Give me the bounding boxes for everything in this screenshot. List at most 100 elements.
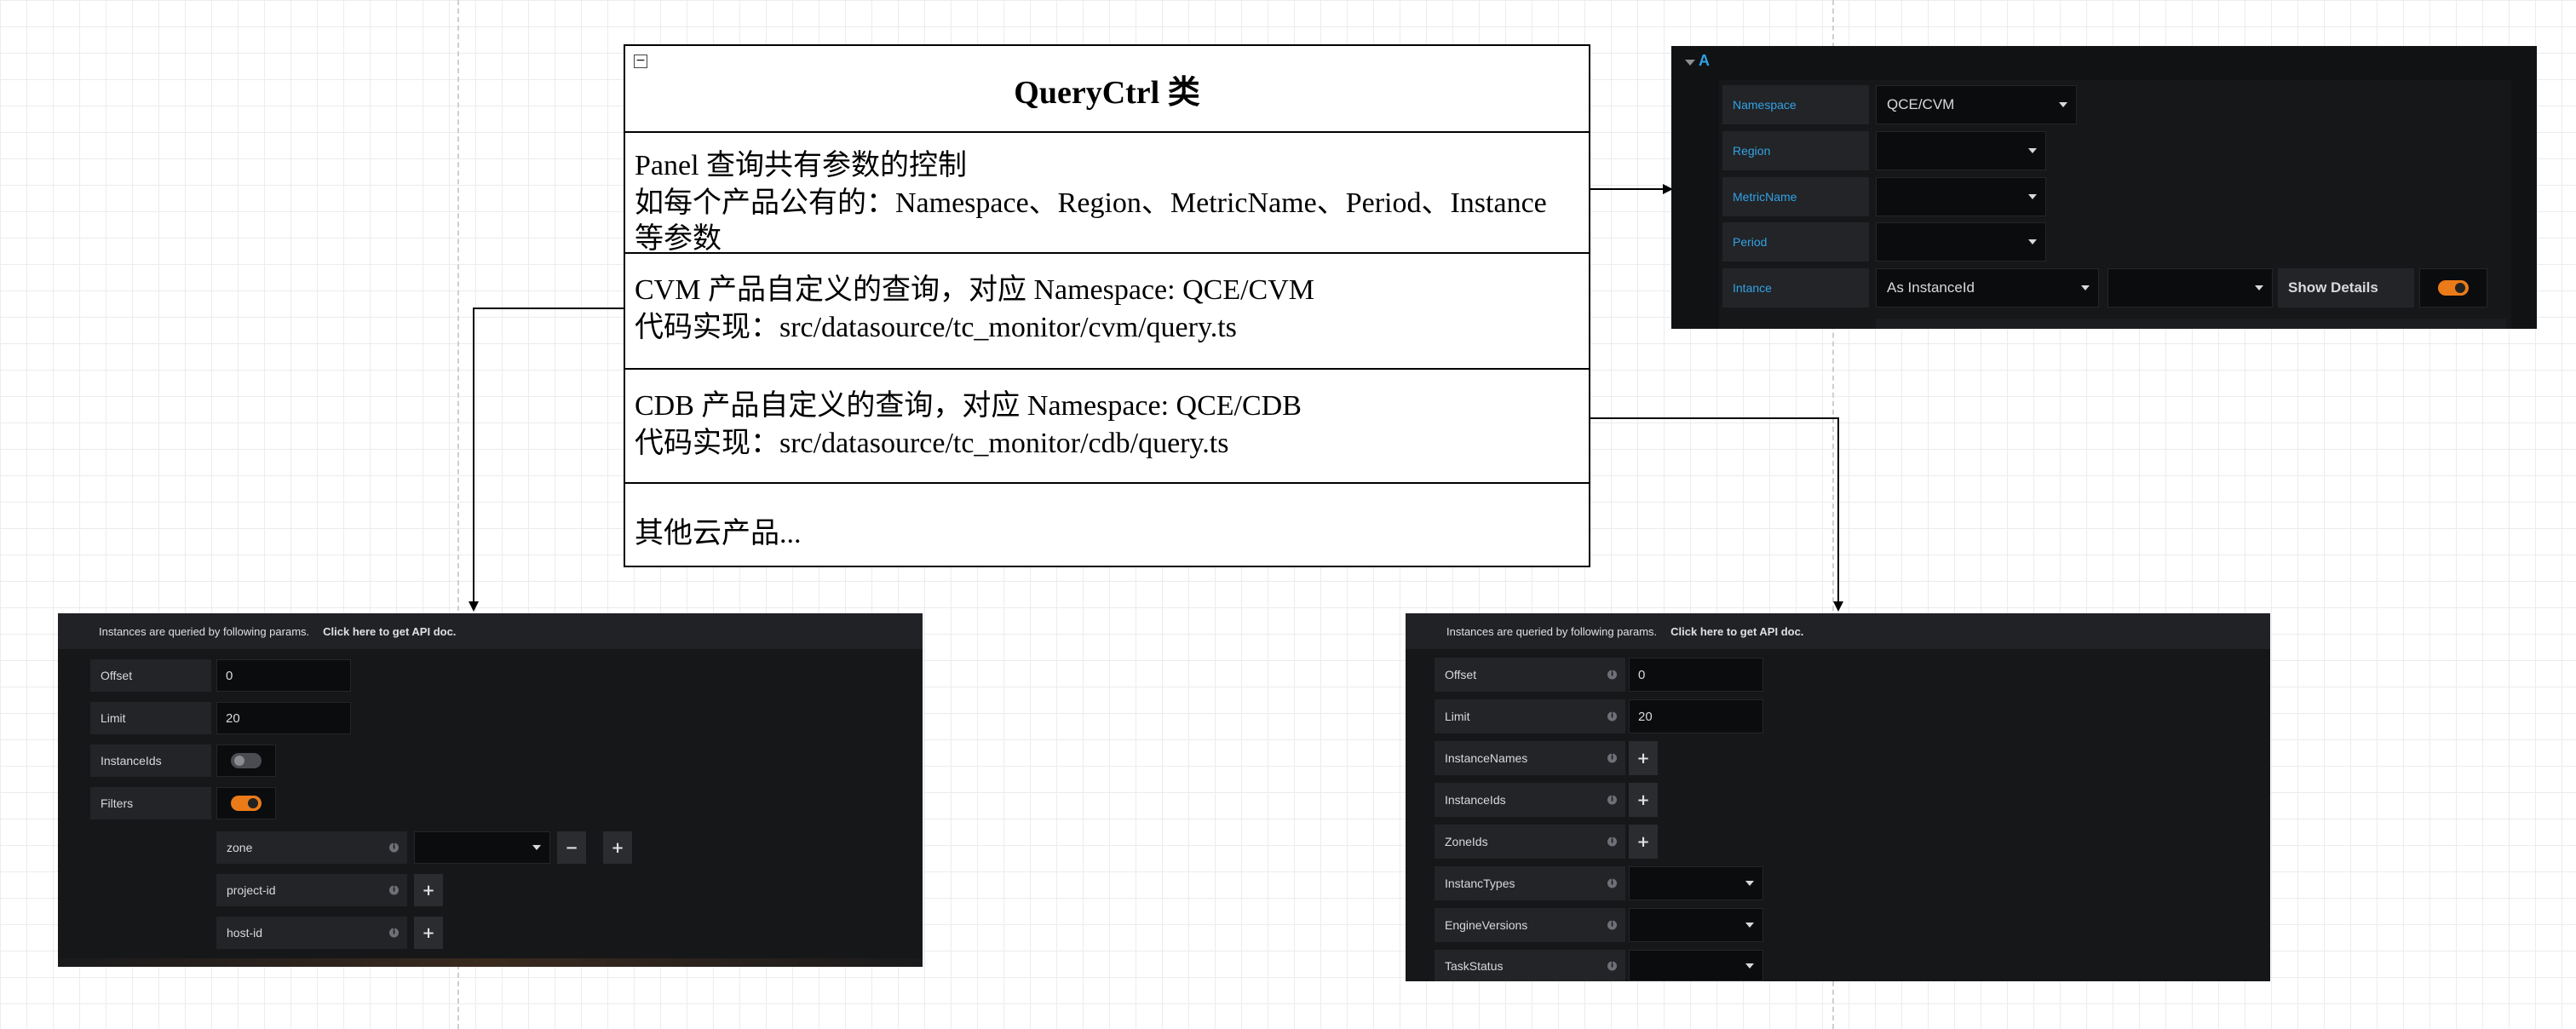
info-icon: i [1607,670,1617,680]
chevron-down-icon [2255,285,2263,290]
class-title: QueryCtrl 类 [1014,74,1200,111]
add-instanceids-button[interactable]: + [1629,783,1658,817]
info-icon: i [1607,836,1617,847]
chevron-down-icon [1685,60,1695,66]
label-zoneids: ZoneIds i [1435,825,1625,859]
section-line: 等参数 [635,223,722,255]
filter-label-host-id: host-id i [216,917,407,949]
api-doc-link[interactable]: Click here to get API doc. [1670,624,1804,638]
period-select[interactable] [1876,222,2046,262]
namespace-select[interactable]: QCE/CVM [1876,85,2077,124]
label-filters: Filters [90,787,211,819]
filters-toggle-box[interactable] [216,787,276,819]
label-instanceids: InstanceIds i [1435,783,1625,817]
add-host-id-button[interactable]: + [414,917,443,949]
panel-divider [1876,319,2506,329]
header-text: Instances are queried by following param… [99,624,310,638]
label-instanctypes: InstancTypes i [1435,866,1625,900]
add-zoneids-button[interactable]: + [1629,825,1658,859]
label-limit: Limit [90,702,211,734]
info-icon: i [389,885,399,895]
label-instance: Intance [1722,268,1869,308]
section-line: CVM 产品自定义的查询，对应 Namespace: QCE/CVM [635,274,1315,306]
label-namespace: Namespace [1722,85,1869,124]
chevron-down-icon [2081,285,2090,290]
guide-line [457,0,459,1029]
cdb-instance-panel: Instances are queried by following param… [1406,613,2270,981]
metricname-select[interactable] [1876,177,2046,216]
filters-toggle[interactable] [231,796,262,811]
offset-input[interactable]: 0 [216,659,351,692]
label-instanceids: InstanceIds [90,744,211,777]
instance-select[interactable] [2107,268,2273,308]
show-details-label: Show Details [2278,268,2414,308]
limit-input[interactable]: 20 [1629,699,1763,733]
instance-mode-value: As InstanceId [1887,279,1975,296]
instanctypes-select[interactable] [1629,866,1763,900]
filter-host-id-text: host-id [227,926,263,940]
label-offset: Offset [90,659,211,692]
arrow-to-cvm-panel [469,308,624,612]
chevron-down-icon [1745,963,1754,969]
label-text: InstancTypes [1445,877,1515,890]
section-cvm: CVM 产品自定义的查询，对应 Namespace: QCE/CVM 代码实现：… [625,252,1589,368]
filter-project-id-text: project-id [227,883,276,897]
instance-mode-select[interactable]: As InstanceId [1876,268,2099,308]
section-line: 其他云产品... [635,518,802,549]
chevron-down-icon [2028,148,2037,153]
remove-zone-button[interactable]: − [557,831,586,864]
api-doc-link[interactable]: Click here to get API doc. [323,624,457,638]
label-text: ZoneIds [1445,835,1488,848]
add-zone-button[interactable]: + [603,831,632,864]
show-details-toggle[interactable] [2438,280,2469,296]
collapse-icon[interactable]: − [634,55,647,68]
add-instancenames-button[interactable]: + [1629,741,1658,775]
section-line: 代码实现：src/datasource/tc_monitor/cvm/query… [635,312,1237,343]
info-icon: i [389,928,399,938]
cvm-instance-panel: Instances are queried by following param… [58,613,923,967]
region-select[interactable] [1876,131,2046,170]
info-icon: i [1607,878,1617,888]
query-ref-label: A [1699,52,1710,69]
guide-line [1832,0,1834,1029]
panel-header: Instances are queried by following param… [1406,613,2270,649]
instanceids-toggle-box[interactable] [216,744,276,777]
info-icon: i [1607,920,1617,930]
section-line: 代码实现：src/datasource/tc_monitor/cdb/query… [635,428,1229,459]
chevron-down-icon [532,845,541,850]
label-period: Period [1722,222,1869,262]
chevron-down-icon [1745,923,1754,928]
label-text: InstanceIds [1445,793,1506,807]
chevron-down-icon [2028,239,2037,244]
info-icon: i [389,842,399,853]
offset-input[interactable]: 0 [1629,658,1763,692]
filter-label-project-id: project-id i [216,874,407,906]
section-cdb: CDB 产品自定义的查询，对应 Namespace: QCE/CDB 代码实现：… [625,368,1589,482]
query-editor-panel: A Namespace QCE/CVM Region MetricName Pe… [1671,46,2537,329]
panel-bottom-edge [58,958,923,967]
instanceids-toggle[interactable] [231,753,262,768]
limit-input[interactable]: 20 [216,702,351,734]
section-common-params: Panel 查询共有参数的控制 如每个产品公有的：Namespace、Regio… [625,131,1589,255]
chevron-down-icon [2028,194,2037,199]
add-project-id-button[interactable]: + [414,874,443,906]
taskstatus-select[interactable] [1629,950,1763,981]
info-icon: i [1607,795,1617,805]
label-text: Limit [1445,710,1470,723]
section-line: CDB 产品自定义的查询，对应 Namespace: QCE/CDB [635,390,1302,422]
section-line: Panel 查询共有参数的控制 [635,150,968,181]
namespace-value: QCE/CVM [1887,96,1955,112]
engineversions-select[interactable] [1629,908,1763,942]
info-icon: i [1607,961,1617,970]
panel-header: Instances are queried by following param… [58,613,923,649]
chevron-down-icon [1745,881,1754,886]
query-header[interactable]: A [1671,46,2537,77]
zone-select[interactable] [414,831,550,864]
show-details-toggle-box[interactable] [2419,268,2487,308]
